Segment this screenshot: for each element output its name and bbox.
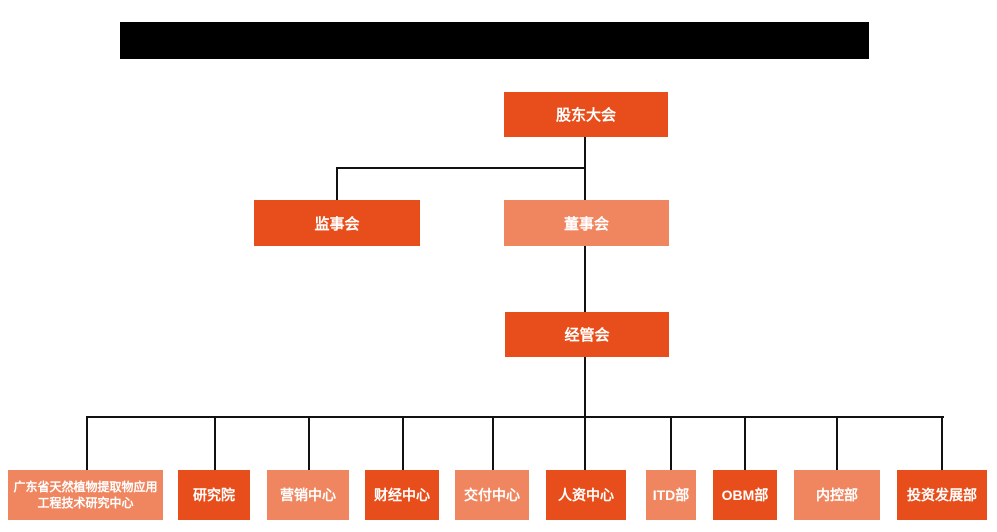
connector-drop-dept-4 [402, 416, 404, 470]
node-shareholders-meeting: 股东大会 [504, 92, 668, 137]
connector-drop-dept-8 [744, 416, 746, 470]
node-hr-center: 人资中心 [546, 470, 626, 520]
connector-drop-dept-10 [941, 416, 943, 470]
node-guangdong-plant-extract-research-center: 广东省天然植物提取物应用工程技术研究中心 [8, 470, 163, 520]
connector-drop-board-of-directors [584, 167, 586, 200]
connector-level2-horizontal [336, 167, 586, 169]
node-delivery-center: 交付中心 [455, 470, 529, 520]
connector-drop-dept-5 [492, 416, 494, 470]
connector-management-stem [584, 357, 586, 417]
connector-drop-dept-6 [584, 416, 586, 470]
node-research-institute: 研究院 [178, 470, 250, 520]
connector-drop-dept-7 [670, 416, 672, 470]
node-internal-control-department: 内控部 [794, 470, 880, 520]
node-supervisory-board: 监事会 [254, 200, 420, 246]
node-investment-development-department: 投资发展部 [897, 470, 987, 520]
connector-departments-bus [86, 416, 944, 418]
node-obm-department: OBM部 [713, 470, 777, 520]
connector-board-to-management [584, 246, 586, 312]
connector-root-stem [584, 137, 586, 169]
node-itd-department: ITD部 [646, 470, 696, 520]
connector-drop-dept-2 [214, 416, 216, 470]
node-management-committee: 经管会 [505, 312, 669, 357]
connector-drop-dept-1 [86, 416, 88, 470]
node-marketing-center: 营销中心 [267, 470, 349, 520]
connector-drop-dept-9 [836, 416, 838, 470]
node-board-of-directors: 董事会 [504, 200, 669, 246]
connector-drop-dept-3 [308, 416, 310, 470]
connector-drop-supervisory-board [336, 167, 338, 200]
node-finance-center: 财经中心 [365, 470, 439, 520]
redacted-title-bar [120, 22, 869, 59]
